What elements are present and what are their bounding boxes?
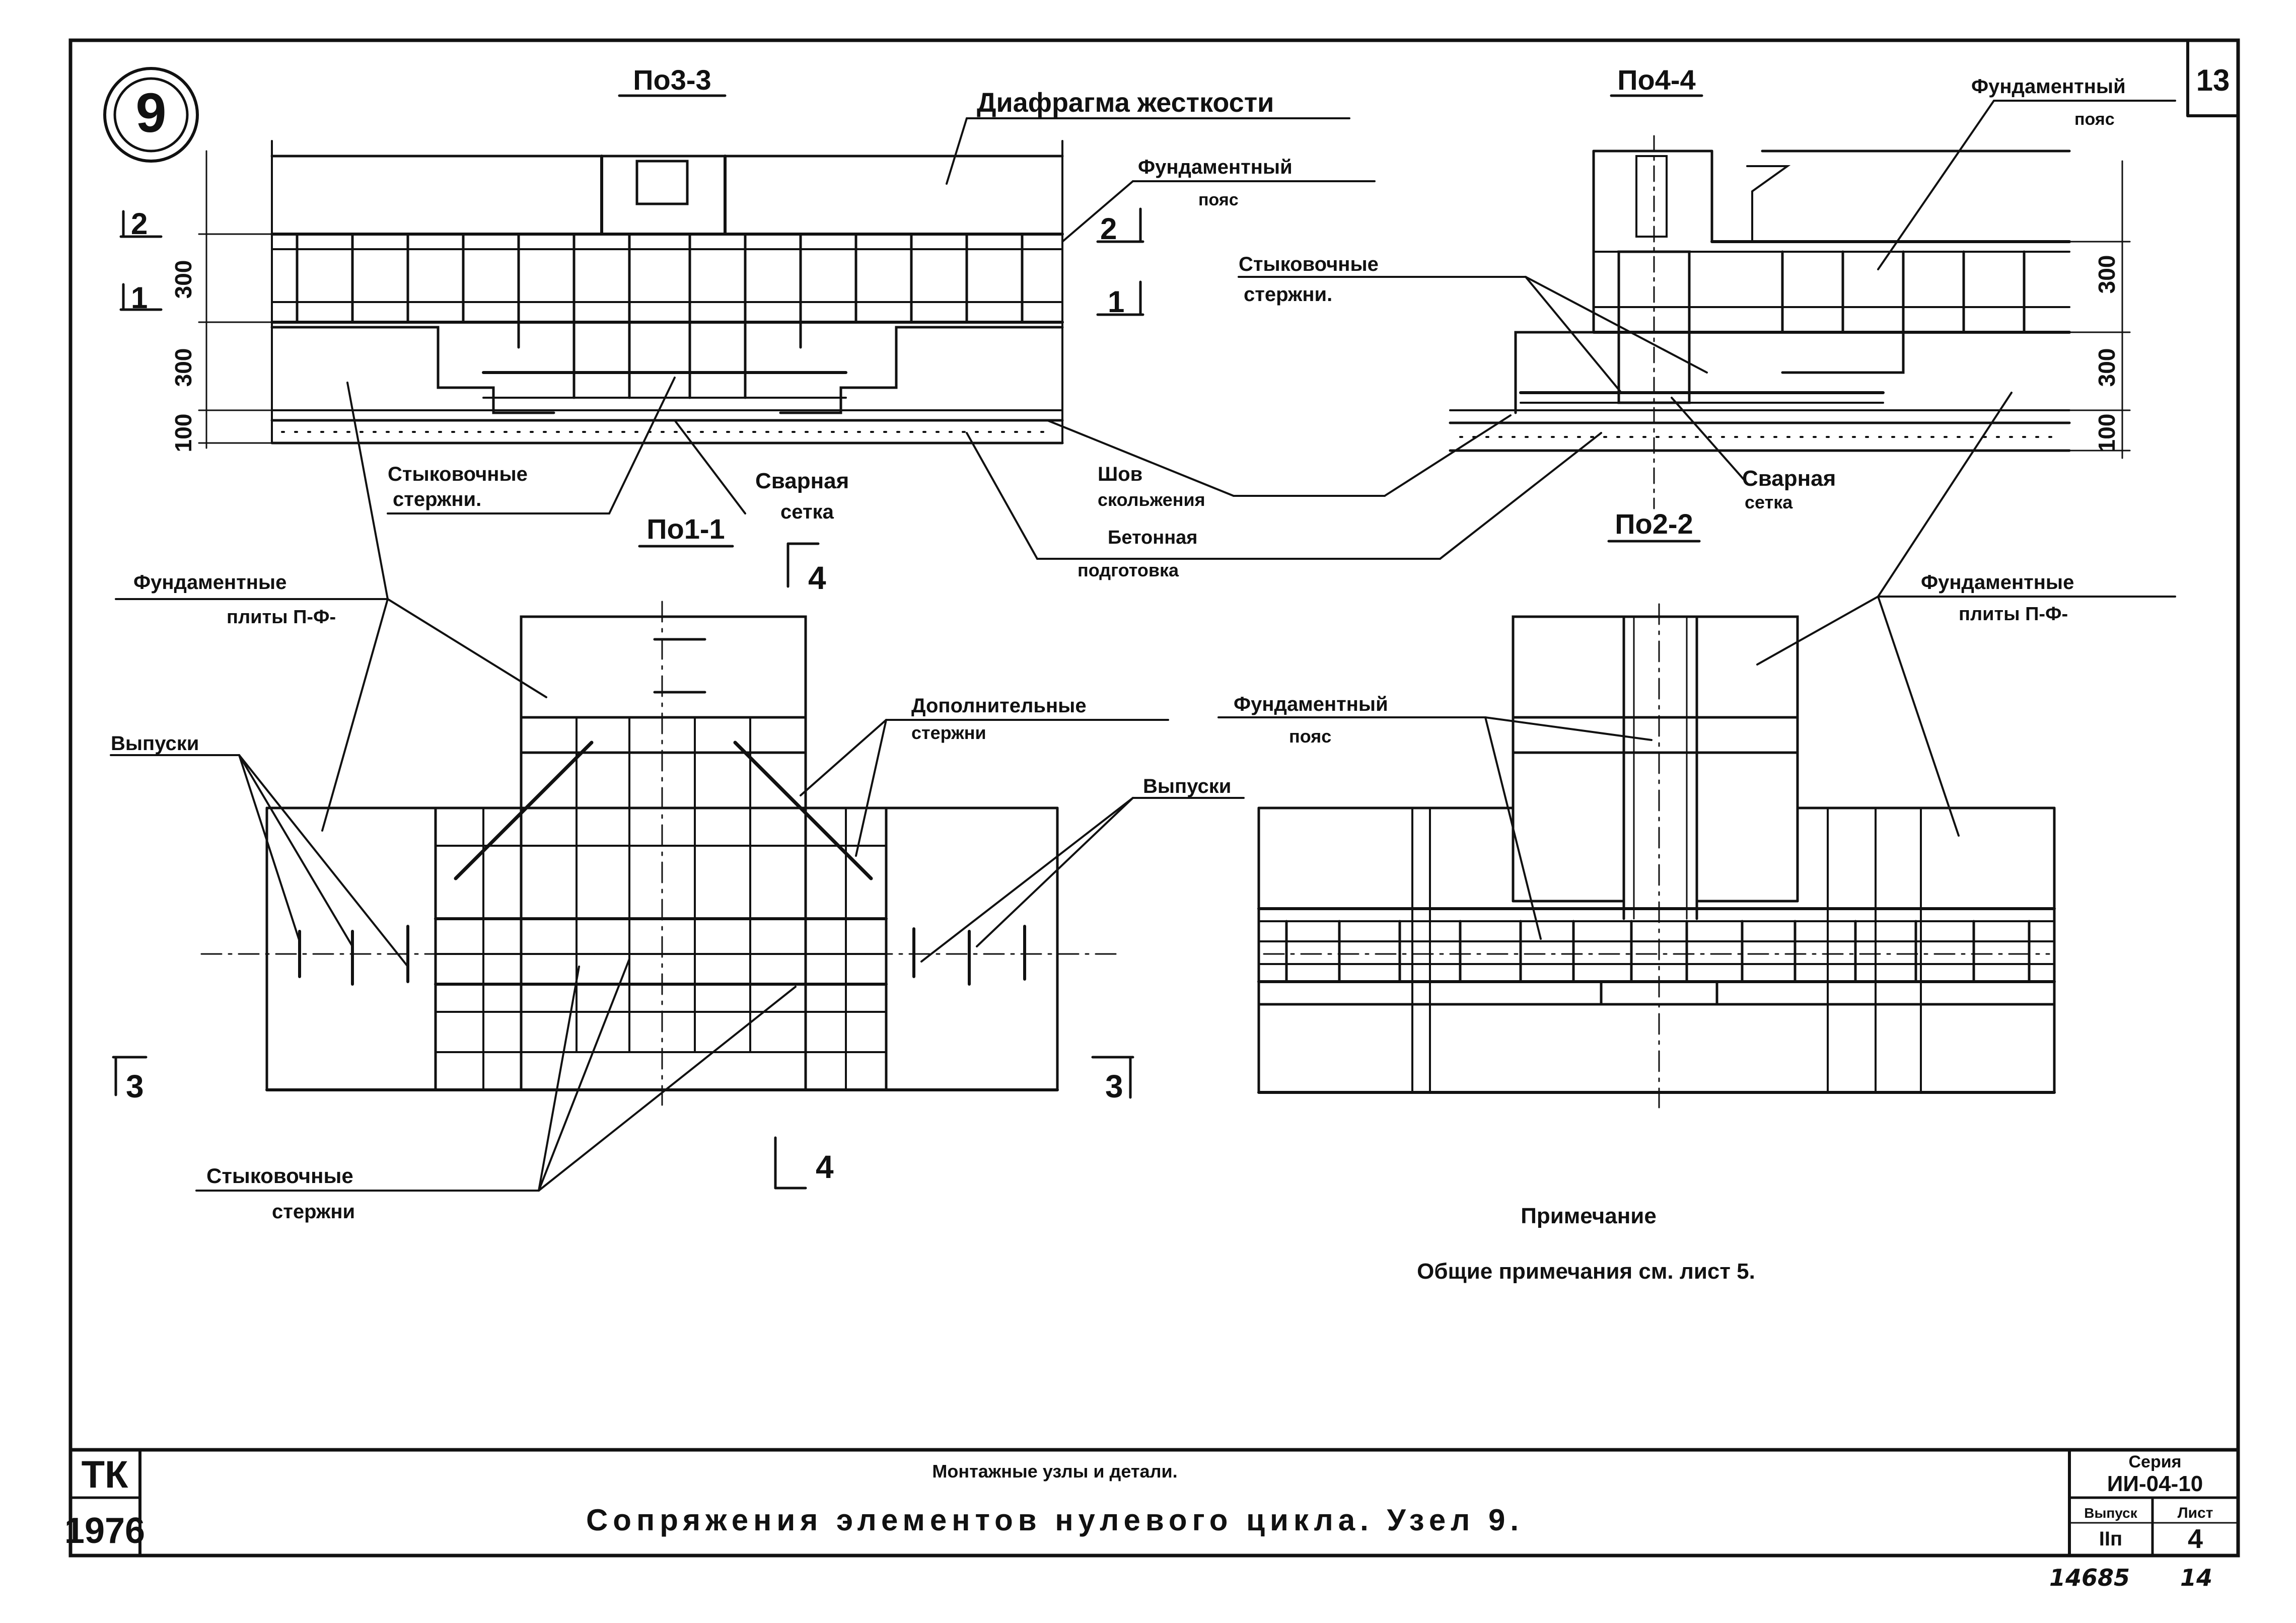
label-outlets-2: Выпуски <box>1143 775 1231 797</box>
title-block-subtitle: Монтажные узлы и детали. <box>932 1461 1177 1482</box>
title-block-title: Сопряжения элементов нулевого цикла. Узе… <box>586 1503 1524 1537</box>
label-weld-mesh-2-line2: сетка <box>1745 492 1793 512</box>
label-concrete-prep-line2: подготовка <box>1078 560 1179 580</box>
dim-right-lower: 100 <box>2094 414 2120 453</box>
label-joint-bars-3-line1: Стыковочные <box>206 1164 353 1188</box>
dim-right-middle: 300 <box>2094 348 2120 387</box>
label-additional-bars-line2: стержни <box>911 722 986 743</box>
label-joint-bars-1-line1: Стыковочные <box>388 463 528 485</box>
title-block-series-label: Серия <box>2129 1452 2182 1471</box>
label-joint-bars-2-line2: стержни. <box>1244 283 1332 306</box>
label-concrete-prep-line1: Бетонная <box>1108 527 1197 548</box>
label-outlets-1: Выпуски <box>111 732 199 755</box>
sheet-frame <box>68 38 2240 1558</box>
label-found-belt-1-line1: Фундаментный <box>1138 156 1293 178</box>
label-found-slabs-2-line1: Фундаментные <box>1921 571 2074 594</box>
section-mark-1-right: 1 <box>1108 285 1124 319</box>
label-weld-mesh-1-line1: Сварная <box>755 469 849 493</box>
title-block-issue-value: IIп <box>2099 1528 2122 1550</box>
label-additional-bars-line1: Дополнительные <box>911 695 1087 717</box>
section-title-2-2: По2-2 <box>1615 508 1693 540</box>
label-found-belt-3-line1: Фундаментный <box>1234 693 1388 715</box>
title-block-issue-label: Выпуск <box>2084 1505 2137 1521</box>
label-slip-joint-line1: Шов <box>1098 463 1142 485</box>
label-found-belt-2-line1: Фундаментный <box>1971 76 2126 98</box>
node-number-circle-inner <box>113 77 189 153</box>
label-joint-bars-2-line1: Стыковочные <box>1239 253 1379 275</box>
section-3-3-drawing <box>119 94 1144 449</box>
section-mark-3-left: 3 <box>126 1068 144 1104</box>
section-mark-4-bottom: 4 <box>816 1149 834 1185</box>
label-joint-bars-3-line2: стержни <box>272 1201 355 1223</box>
section-mark-2-right: 2 <box>1100 212 1117 246</box>
label-diaphragm: Диафрагма жесткости <box>977 88 1274 118</box>
label-joint-bars-1-line2: стержни. <box>393 488 481 510</box>
section-4-4-drawing <box>1449 94 2131 509</box>
section-title-3-3: По3-3 <box>633 64 711 96</box>
label-found-belt-2-line2: пояс <box>2074 110 2115 129</box>
title-block-sheet-value: 4 <box>2188 1524 2203 1554</box>
dim-right-upper: 300 <box>2094 255 2120 294</box>
section-mark-2-left: 2 <box>131 207 148 241</box>
label-found-belt-3-line2: пояс <box>1289 726 1331 747</box>
concrete-preparation-hatch <box>281 431 2060 438</box>
section-title-4-4: По4-4 <box>1617 64 1695 96</box>
section-title-1-1: По1-1 <box>647 513 725 545</box>
node-number-circle-outer <box>103 67 199 163</box>
title-block-series-value: ИИ-04-10 <box>2107 1471 2203 1496</box>
label-found-belt-1-line2: пояс <box>1198 190 1239 209</box>
leader-lines <box>110 100 2176 1192</box>
label-weld-mesh-2-line1: Сварная <box>1742 466 1836 491</box>
section-2-2-drawing <box>1257 540 2056 1109</box>
label-found-slabs-1-line2: плиты П-Ф- <box>227 607 336 628</box>
title-block-tk: ТК <box>82 1453 128 1496</box>
section-1-1-drawing <box>112 542 1134 1190</box>
label-slip-joint-line2: скольжения <box>1098 489 1205 510</box>
footer-page-mark: 14 <box>2180 1564 2212 1591</box>
section-mark-4-top: 4 <box>808 560 826 596</box>
dim-left-middle: 300 <box>170 348 196 387</box>
label-weld-mesh-1-line2: сетка <box>780 501 834 523</box>
footer-inventory-number: 14685 <box>2049 1564 2130 1591</box>
dim-left-lower: 100 <box>170 414 196 453</box>
title-block-year: 1976 <box>64 1511 145 1551</box>
section-mark-3-right: 3 <box>1105 1068 1123 1104</box>
note-text: Общие примечания см. лист 5. <box>1417 1259 1755 1284</box>
note-title: Примечание <box>1521 1204 1657 1228</box>
label-found-slabs-1-line1: Фундаментные <box>133 571 286 594</box>
section-mark-1-left: 1 <box>131 281 148 315</box>
page-corner-number: 13 <box>2196 63 2230 97</box>
label-found-slabs-2-line2: плиты П-Ф- <box>1959 604 2068 625</box>
title-block-sheet-label: Лист <box>2178 1505 2213 1521</box>
dim-left-upper: 300 <box>170 260 196 299</box>
node-number: 9 <box>135 82 166 144</box>
